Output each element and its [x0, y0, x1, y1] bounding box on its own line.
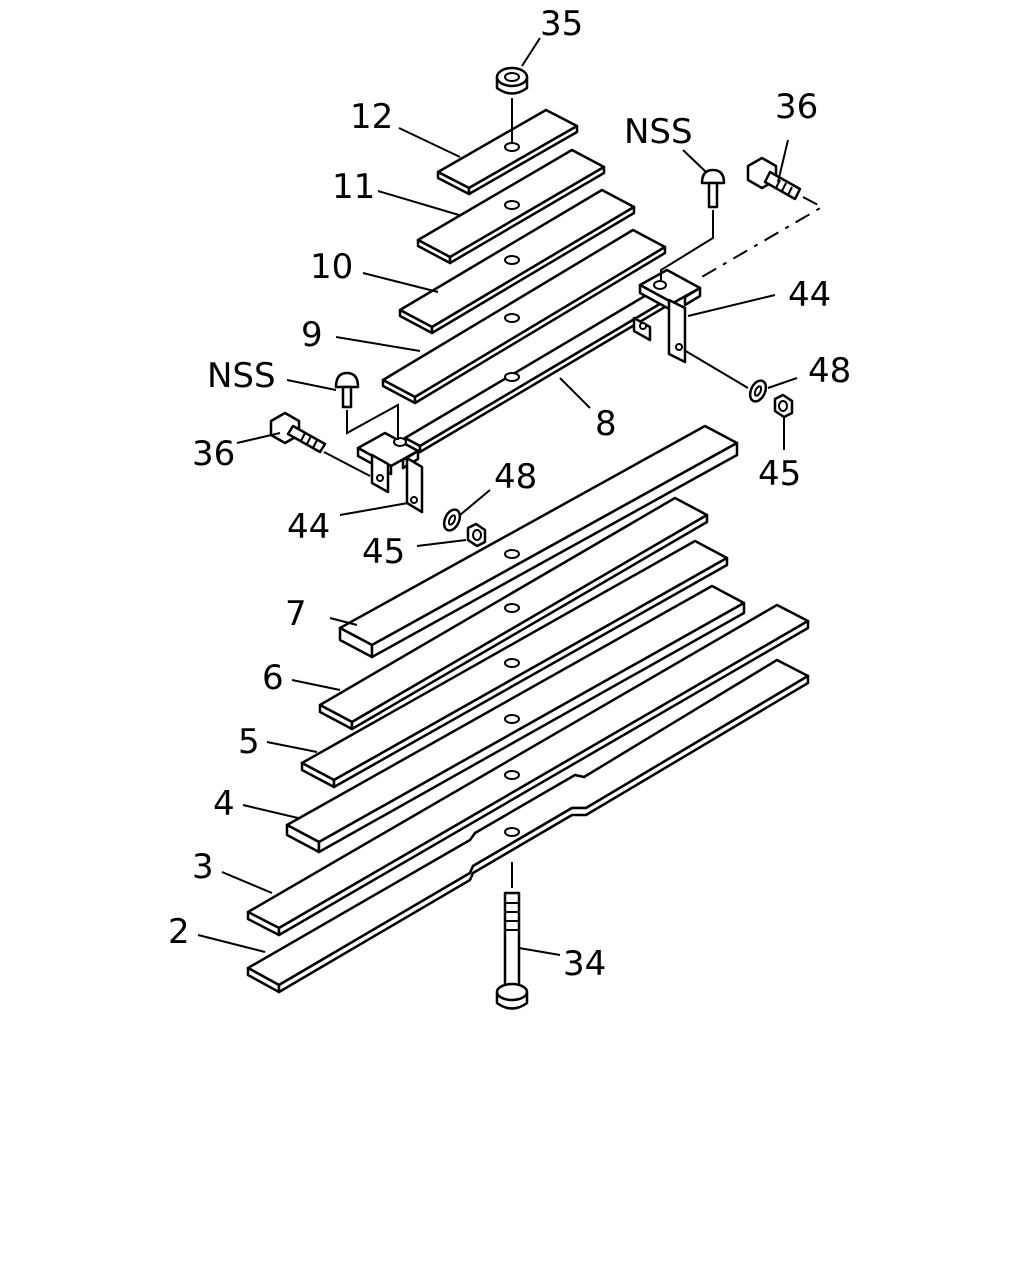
- callout-6: 6: [262, 658, 284, 698]
- callout-11: 11: [332, 167, 375, 207]
- callout-10: 10: [310, 247, 353, 287]
- washer-48-right: [748, 379, 768, 403]
- bracket-44-right: [632, 268, 702, 364]
- bolt-36-left: [269, 411, 371, 477]
- callout-12: 12: [350, 97, 393, 137]
- bar-8: [403, 288, 672, 454]
- bracket-44-left: [356, 431, 424, 514]
- callout-9: 9: [301, 315, 323, 355]
- callout-44-left: 44: [287, 507, 330, 547]
- leaf-12: [436, 108, 579, 196]
- callout-nss-left: NSS: [207, 356, 276, 396]
- leaf-9: [381, 228, 667, 405]
- rivet-nss-left: [334, 371, 399, 440]
- nut-45-right: [773, 393, 794, 419]
- washer-48-left: [442, 508, 462, 532]
- leaf-11: [416, 148, 606, 265]
- leaf-3: [246, 603, 810, 937]
- callout-48-left: 48: [494, 457, 537, 497]
- callout-45-right: 45: [758, 454, 801, 494]
- leaf-4: [285, 584, 746, 854]
- callout-36-right: 36: [775, 87, 818, 127]
- callout-7: 7: [285, 594, 307, 634]
- callout-44-right: 44: [788, 275, 831, 315]
- leaf-6: [318, 496, 709, 731]
- leaf-2: [246, 658, 810, 994]
- callout-labels: 35 12 11 10 9 8 7 6 5 4 3 2 34 36 36 NSS…: [168, 4, 851, 984]
- leaf-7: [338, 424, 739, 659]
- rivet-nss-right: [660, 168, 726, 280]
- callout-nss-right: NSS: [624, 112, 693, 152]
- callout-3: 3: [192, 847, 214, 887]
- center-bolt-34: [495, 862, 529, 1010]
- callout-36-left: 36: [192, 434, 235, 474]
- callout-34: 34: [563, 944, 606, 984]
- leaf-10: [398, 188, 636, 335]
- nut-35: [495, 66, 529, 143]
- leader-lines: [197, 37, 798, 956]
- callout-8: 8: [595, 404, 617, 444]
- callout-4: 4: [213, 784, 235, 824]
- callout-5: 5: [238, 722, 260, 762]
- callout-35: 35: [540, 4, 583, 44]
- callout-48-right: 48: [808, 351, 851, 391]
- leaf-5: [300, 539, 729, 789]
- callout-2: 2: [168, 912, 190, 952]
- callout-45-left: 45: [362, 532, 405, 572]
- bolt-36-right: [699, 156, 825, 279]
- nut-45-left: [466, 522, 487, 548]
